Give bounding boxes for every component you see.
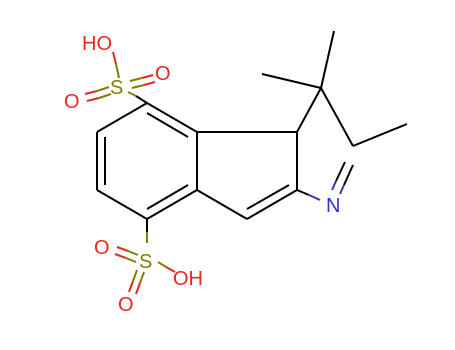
bond-n-c11-c2 — [335, 161, 346, 182]
bond-s-top-o-right-o1 — [141, 74, 154, 79]
atom-labels: HO O S O N O S OH O — [64, 33, 340, 316]
bond-n-c11-n2 — [331, 180, 337, 191]
bond-c11-methyl — [352, 123, 408, 147]
bond-c1-s-top-c — [135, 95, 148, 104]
bond-s-bottom-o-left-o2 — [114, 253, 127, 259]
bond-s-bottom-o-down-s1 — [132, 269, 138, 282]
label-ho-top: HO — [82, 33, 112, 55]
bond-c7-c8 — [246, 189, 298, 220]
label-o-top-left: O — [64, 91, 80, 113]
bond-c3-c4 — [96, 189, 148, 220]
bond-c1-c2 — [96, 102, 148, 133]
bond-c1-s-top-s — [127, 91, 137, 97]
label-o-bottom: O — [118, 294, 134, 316]
label-s-bottom: S — [139, 251, 152, 273]
bond-s-bottom-o-left-s2 — [125, 257, 137, 263]
label-n: N — [326, 195, 340, 217]
bond-n-c11-n — [339, 184, 345, 195]
bond-s-top-o-left-s2 — [98, 93, 112, 99]
bond-c6-c1 — [146, 102, 198, 133]
bond-c10-methyl-a — [261, 73, 322, 89]
bond-c10-c11 — [320, 87, 354, 147]
bond-s-top-o-right-s1 — [129, 77, 143, 82]
bond-s-top-o-right-s2 — [131, 84, 145, 89]
bond-s-top-o-right-o2 — [143, 81, 156, 86]
bond-s-top-o-left-o2 — [86, 97, 100, 102]
label-oh-bottom: OH — [173, 268, 203, 290]
bond-s-top-o-left-s1 — [96, 86, 110, 92]
bond-s-bottom-o-left-o1 — [116, 246, 129, 252]
label-o-bottom-left: O — [94, 237, 110, 259]
bond-c10-methyl-b — [320, 30, 335, 89]
bond-s-bottom-o-down-o2 — [135, 282, 141, 295]
bond-s-bottom-o-down-s2 — [139, 271, 145, 284]
bond-s-bottom-o-down-o1 — [128, 280, 134, 293]
label-o-top-right: O — [155, 63, 171, 85]
bond-c5-c7 — [196, 189, 248, 220]
carbon-bonds — [96, 30, 408, 220]
bond-c4-c5 — [146, 189, 198, 220]
bond-c8-n-c — [296, 189, 310, 196]
bond-s-bottom-oh-o — [165, 266, 176, 273]
label-s-top: S — [110, 77, 123, 99]
bond-c8-n-n — [308, 194, 321, 201]
bond-s-top-o-left-o1 — [84, 90, 98, 95]
bond-inner-c6-c1 — [146, 112, 189, 138]
hetero-bonds — [84, 51, 354, 295]
bond-s-bottom-oh-s — [157, 261, 167, 268]
bond-c9-c10 — [296, 87, 322, 133]
bond-s-top-oh-s — [115, 63, 120, 79]
bond-inner-c4-c5 — [146, 184, 189, 210]
bond-s-top-oh-o — [112, 51, 117, 65]
bond-n-c11-c — [343, 164, 354, 186]
bond-inner-c7-c8 — [246, 184, 290, 210]
bond-s-bottom-o-left-s1 — [127, 250, 139, 256]
